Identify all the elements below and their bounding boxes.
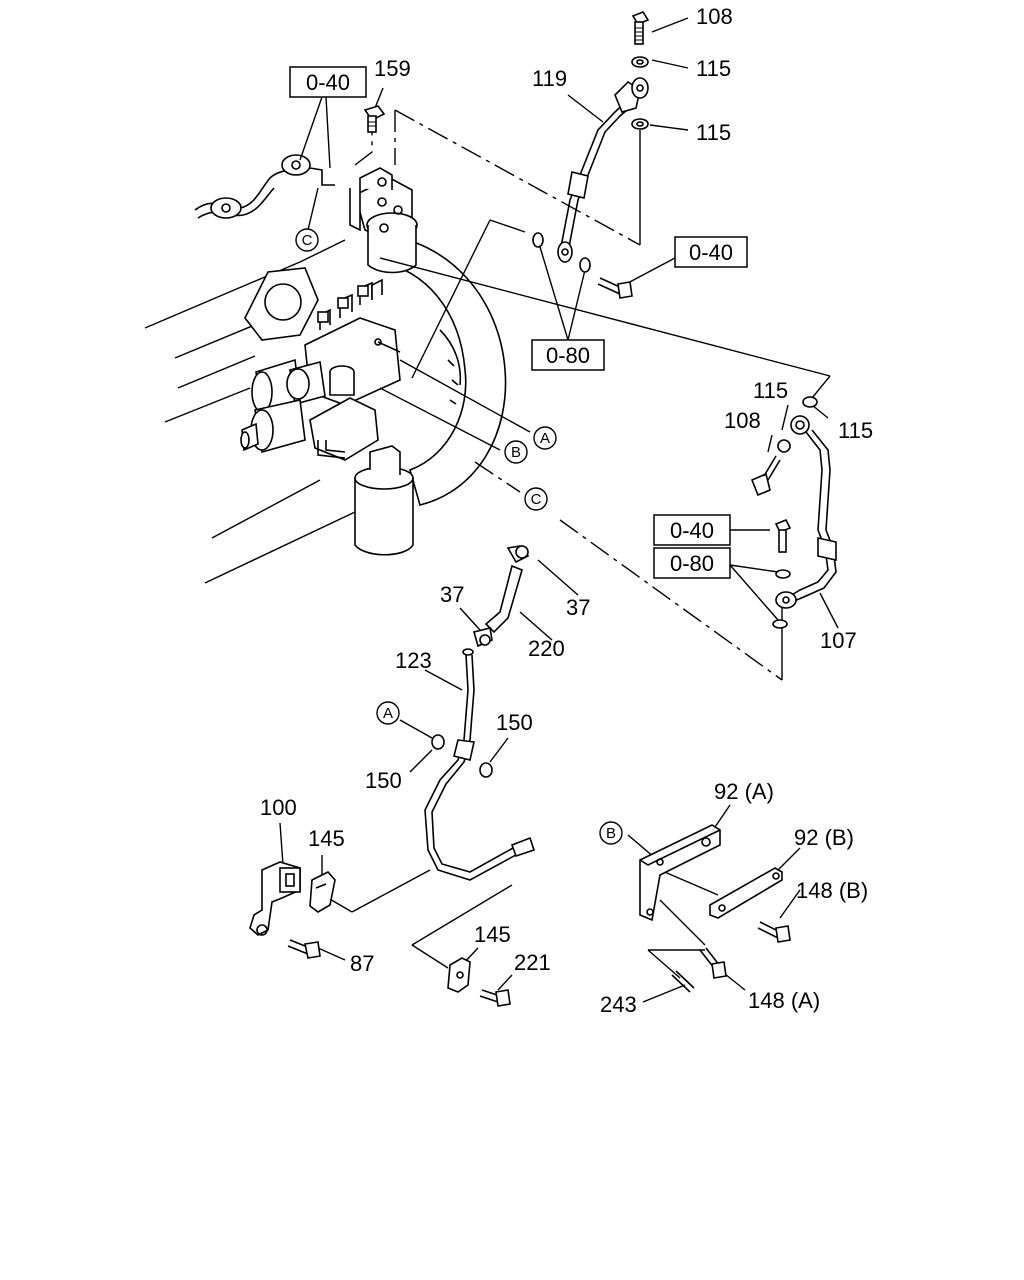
label-159: 159: [374, 56, 411, 81]
bracket-92a: [639, 824, 721, 922]
label-115-top: 115: [696, 56, 731, 81]
label-107: 107: [820, 628, 857, 653]
washer-0-80-a: [532, 232, 544, 248]
washer-115-d: [802, 396, 818, 408]
box-0-40-top-left: 0-40: [289, 66, 367, 98]
washer-150-b: [479, 762, 493, 778]
label-92a: 92 (A): [714, 779, 774, 804]
svg-text:0-80: 0-80: [546, 343, 590, 368]
svg-text:0-40: 0-40: [306, 70, 350, 95]
bolt-87: [287, 939, 321, 959]
bracket-92b: [709, 867, 783, 919]
label-148a: 148 (A): [748, 988, 820, 1013]
ref-circle-c-mid: C: [524, 487, 548, 511]
ref-circle-b-lower: B: [599, 821, 623, 845]
label-220: 220: [528, 636, 565, 661]
leader-lines: [279, 17, 839, 1003]
bolt-148a: [699, 947, 727, 979]
svg-text:0-80: 0-80: [670, 551, 714, 576]
washer-0-80-d: [772, 619, 788, 629]
pipe-119: [557, 77, 649, 263]
pipe-107: [775, 415, 837, 609]
label-119: 119: [532, 66, 567, 91]
box-0-40-right: 0-40: [674, 236, 748, 268]
pipe-123: [424, 648, 536, 881]
label-100: 100: [260, 795, 297, 820]
label-115-second: 115: [696, 120, 731, 145]
label-115-right-upper: 115: [753, 378, 788, 403]
bolt-159: [363, 105, 386, 133]
ref-circle-a-upper: A: [533, 426, 557, 450]
label-115-right: 115: [838, 418, 873, 443]
svg-text:0-40: 0-40: [689, 240, 733, 265]
bolt-221: [479, 989, 511, 1007]
box-0-40-lower-right: 0-40: [653, 514, 731, 546]
svg-text:B: B: [511, 444, 521, 461]
label-150-right: 150: [496, 710, 533, 735]
ref-circle-a-lower: A: [376, 701, 400, 725]
label-37-left: 37: [440, 582, 464, 607]
bracket-100: [249, 861, 301, 936]
svg-text:C: C: [302, 232, 313, 249]
washer-150-a: [431, 734, 445, 750]
washer-115-c: [777, 439, 791, 453]
bolt-108-right: [750, 455, 781, 497]
bolt-0-40-lower-right: [774, 518, 792, 553]
label-37-right: 37: [566, 595, 590, 620]
label-108-right: 108: [724, 408, 761, 433]
stud-243: [671, 970, 695, 993]
ref-circle-c-upper: C: [295, 228, 319, 252]
label-108-top: 108: [696, 4, 733, 29]
washer-0-80-b: [579, 257, 591, 273]
box-0-80-mid: 0-80: [531, 339, 605, 371]
label-148b: 148 (B): [796, 878, 868, 903]
label-150-left: 150: [365, 768, 402, 793]
label-123: 123: [395, 648, 432, 673]
label-92b: 92 (B): [794, 825, 854, 850]
svg-text:A: A: [383, 705, 393, 722]
label-87: 87: [350, 951, 374, 976]
bolt-148b: [757, 921, 791, 943]
clip-145-upper: [309, 871, 336, 913]
engine-block-illustration: [144, 154, 507, 584]
washer-115-a: [631, 56, 649, 68]
clip-37: [473, 627, 493, 648]
bolt-0-40-right: [597, 277, 633, 299]
label-145-lower: 145: [474, 922, 511, 947]
washer-0-80-c: [775, 569, 791, 579]
box-0-80-lower-right: 0-80: [653, 547, 731, 579]
clip-145-lower: [447, 957, 471, 993]
label-221: 221: [514, 950, 551, 975]
svg-text:0-40: 0-40: [670, 518, 714, 543]
svg-text:C: C: [531, 491, 542, 508]
svg-text:B: B: [606, 825, 616, 842]
hose-220: [484, 545, 530, 634]
label-145-upper: 145: [308, 826, 345, 851]
svg-text:A: A: [540, 430, 550, 447]
label-243: 243: [600, 992, 637, 1017]
ref-circle-b-upper: B: [504, 440, 528, 464]
washer-115-b: [631, 118, 649, 130]
bolt-108-top: [631, 11, 650, 45]
